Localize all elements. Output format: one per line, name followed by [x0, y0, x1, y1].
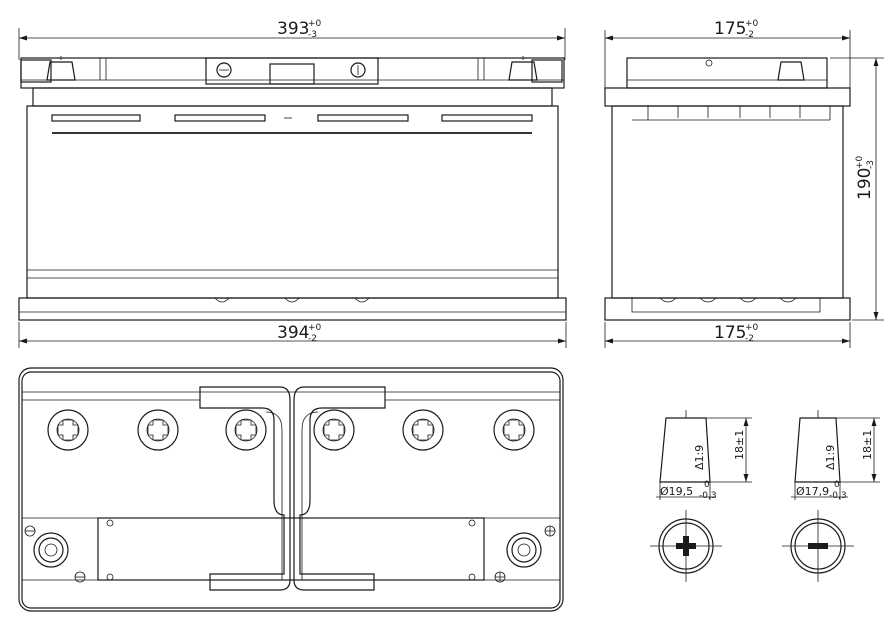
dim-bottom-width: 175 +0 -2 [604, 322, 851, 348]
pos-diameter-tol-lower: -0,3 [699, 491, 717, 501]
dim-bottom-width-tol-lower: -2 [745, 334, 754, 344]
dim-top-width: 175 +0 -2 [604, 19, 851, 88]
neg-taper: Δ1:9 [824, 445, 837, 470]
dim-bottom-length-tol-lower: -2 [308, 334, 317, 344]
dim-bottom-length: 394 +0 -2 [18, 322, 567, 348]
dim-top-length: 393 +0 -3 [18, 19, 566, 60]
side-view: 175 +0 -2 190 +0 -3 [604, 19, 884, 348]
dim-height: 190 +0 -3 [830, 57, 884, 321]
vent-cap-6 [493, 409, 535, 451]
front-negative-terminal [508, 56, 538, 81]
dim-bottom-length-tol-upper: +0 [308, 323, 322, 333]
dim-top-width-tol-lower: -2 [745, 30, 754, 40]
pos-height: 18±1 [733, 430, 746, 460]
pos-taper: Δ1:9 [693, 445, 706, 470]
terminal-detail-positive: Δ1:9 18±1 Ø19,5 0 -0,3 [650, 410, 752, 582]
front-view: 393 +0 -3 [18, 19, 567, 348]
dim-top-width-tol-upper: +0 [745, 19, 759, 29]
vent-cap-3 [225, 409, 267, 451]
minus-icon [808, 543, 828, 549]
vent-cap-5 [402, 409, 444, 451]
dim-top-width-value: 175 [714, 19, 746, 39]
dim-top-length-tol-upper: +0 [308, 19, 322, 29]
dim-top-length-tol-lower: -3 [308, 30, 317, 40]
top-view [18, 367, 564, 612]
neg-height: 18±1 [861, 430, 874, 460]
vent-cap-4 [313, 409, 355, 451]
neg-diameter: Ø17,9 [796, 485, 829, 498]
pos-diameter-tol-upper: 0 [704, 480, 710, 490]
pos-diameter: Ø19,5 [660, 485, 693, 498]
dim-bottom-width-value: 175 [714, 323, 746, 343]
top-positive-terminal [33, 532, 69, 568]
front-positive-terminal [46, 56, 76, 81]
neg-diameter-tol-upper: 0 [834, 480, 840, 490]
neg-diameter-tol-lower: -0,3 [829, 491, 847, 501]
dim-height-tol-upper: +0 [855, 155, 865, 169]
vent-cap-2 [137, 409, 179, 451]
dim-height-tol-lower: -3 [866, 160, 876, 169]
vent-cap-1 [47, 409, 89, 451]
dim-bottom-width-tol-upper: +0 [745, 323, 759, 333]
dim-height-value: 190 [855, 168, 875, 200]
top-negative-terminal [506, 532, 542, 568]
dim-bottom-length-value: 394 [277, 323, 309, 343]
terminal-detail-negative: Δ1:9 18±1 Ø17,9 0 -0,3 [782, 410, 880, 582]
dim-top-length-value: 393 [277, 19, 309, 39]
